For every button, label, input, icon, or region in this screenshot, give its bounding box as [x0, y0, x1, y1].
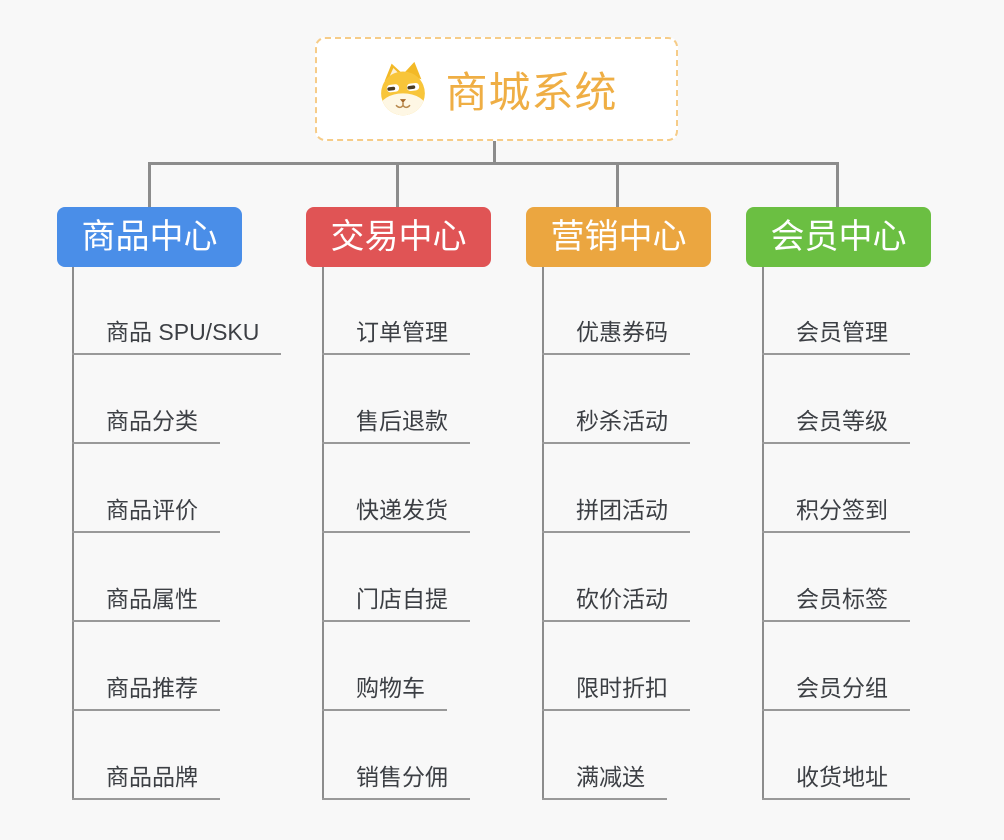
branch-node-trade-center[interactable]: 交易中心 — [306, 207, 491, 267]
leaf-node[interactable]: 收货地址 — [762, 762, 910, 800]
root-title: 商城系统 — [445, 68, 618, 116]
branch-spine-product — [72, 267, 74, 800]
leaf-node[interactable]: 秒杀活动 — [542, 406, 690, 444]
leaf-node[interactable]: 商品属性 — [72, 584, 220, 622]
connector-drop-trade — [396, 162, 399, 208]
leaf-node[interactable]: 售后退款 — [322, 406, 470, 444]
leaf-node[interactable]: 订单管理 — [322, 317, 470, 355]
leaf-node[interactable]: 会员管理 — [762, 317, 910, 355]
branch-node-product-center[interactable]: 商品中心 — [57, 207, 242, 267]
connector-drop-marketing — [616, 162, 619, 208]
leaf-node[interactable]: 销售分佣 — [322, 762, 470, 800]
connector-root-drop — [493, 141, 496, 165]
branch-spine-marketing — [542, 267, 544, 800]
connector-drop-member — [836, 162, 839, 208]
leaf-node[interactable]: 满减送 — [542, 762, 667, 800]
branch-node-marketing-center[interactable]: 营销中心 — [526, 207, 711, 267]
leaf-node[interactable]: 商品推荐 — [72, 673, 220, 711]
connector-bus — [148, 162, 839, 165]
leaf-node[interactable]: 拼团活动 — [542, 495, 690, 533]
leaf-node[interactable]: 优惠券码 — [542, 317, 690, 355]
leaf-node[interactable]: 快递发货 — [322, 495, 470, 533]
connector-drop-product — [148, 162, 151, 208]
branch-spine-trade — [322, 267, 324, 800]
leaf-node[interactable]: 会员等级 — [762, 406, 910, 444]
branch-node-member-center[interactable]: 会员中心 — [746, 207, 931, 267]
root-node[interactable]: 商城系统 — [315, 37, 678, 141]
leaf-node[interactable]: 限时折扣 — [542, 673, 690, 711]
leaf-node[interactable]: 砍价活动 — [542, 584, 690, 622]
leaf-node[interactable]: 购物车 — [322, 673, 447, 711]
dog-face-icon — [375, 61, 431, 117]
leaf-node[interactable]: 积分签到 — [762, 495, 910, 533]
leaf-node[interactable]: 商品分类 — [72, 406, 220, 444]
leaf-node[interactable]: 门店自提 — [322, 584, 470, 622]
leaf-node[interactable]: 商品品牌 — [72, 762, 220, 800]
branch-spine-member — [762, 267, 764, 800]
leaf-node[interactable]: 会员分组 — [762, 673, 910, 711]
leaf-node[interactable]: 会员标签 — [762, 584, 910, 622]
leaf-node[interactable]: 商品评价 — [72, 495, 220, 533]
leaf-node[interactable]: 商品 SPU/SKU — [72, 317, 282, 355]
